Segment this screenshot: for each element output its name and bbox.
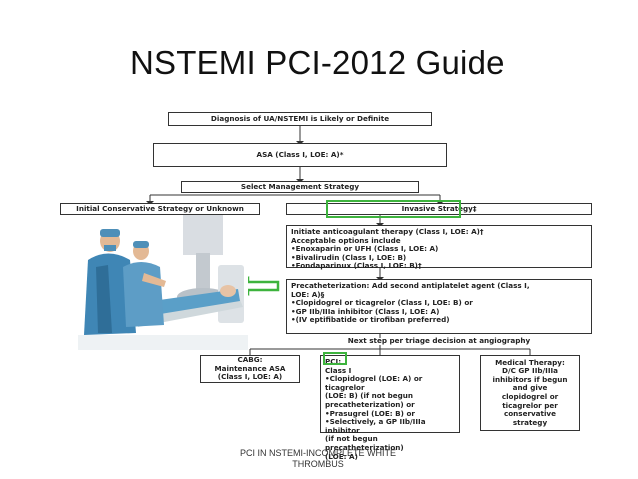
box-cabg: CABG: Maintenance ASA (Class I, LOE: A): [200, 355, 300, 383]
cabg-line: Maintenance ASA: [214, 363, 286, 373]
conservative-text: Initial Conservative Strategy or Unknown: [76, 203, 244, 213]
precath-line: •GP IIb/IIIa inhibitor (Class I, LOE: A): [291, 306, 440, 316]
medical-line: D/C GP IIb/IIIa: [501, 366, 559, 376]
pci-line: •Selectively, a GP IIb/IIIa inhibitor: [325, 417, 426, 435]
pci-highlight: [323, 352, 347, 365]
medical-line: conservative: [503, 409, 556, 419]
pci-line: Class I: [325, 365, 352, 375]
asa-text: ASA (Class I, LOE: A)*: [256, 149, 344, 159]
anticoag-line: •Bivalirudin (Class I, LOE: B): [291, 252, 407, 262]
box-select-strategy: Select Management Strategy: [181, 181, 419, 193]
box-diagnosis: Diagnosis of UA/NSTEMI is Likely or Defi…: [168, 112, 432, 126]
medical-line: Medical Therapy:: [495, 357, 565, 367]
pci-line: •Clopidogrel (LOE: A) or ticagrelor: [325, 374, 423, 392]
pci-line: precatheterization) or: [325, 399, 415, 409]
precath-line: Precatheterization: Add second antiplate…: [291, 281, 530, 290]
pci-line: PCI:: [325, 357, 342, 366]
invasive-highlight: [326, 200, 461, 218]
pci-line: •Prasugrel (LOE: B) or: [325, 408, 415, 418]
next-step-text: Next step per triage decision at angiogr…: [347, 336, 531, 346]
slide-title: NSTEMI PCI-2012 Guide: [130, 44, 505, 81]
diagnosis-text: Diagnosis of UA/NSTEMI is Likely or Defi…: [210, 113, 390, 123]
medical-line: clopidogrel or: [501, 392, 559, 401]
precath-line: •(IV eptifibatide or tirofiban preferred…: [291, 315, 450, 325]
box-medical-therapy: Medical Therapy: D/C GP IIb/IIIa inhibit…: [480, 355, 580, 431]
medical-line: strategy: [512, 417, 548, 427]
cath-lab-illustration: [78, 215, 248, 350]
precath-line: LOE: A)§: [291, 289, 325, 299]
anticoag-line: Initiate anticoagulant therapy (Class I,…: [291, 227, 484, 236]
medical-line: inhibitors if begun: [492, 374, 568, 384]
slide-footer: PCI IN NSTEMI-INCOMPLETE WHITE THROMBUS: [239, 448, 396, 469]
anticoag-line: •Fondaparinux (Class I, LOE: B)†: [291, 261, 422, 271]
pci-line: (if not begun precatheterization): [325, 434, 404, 452]
anticoag-line: Acceptable options include: [291, 235, 401, 245]
box-pci: PCI: Class I •Clopidogrel (LOE: A) or ti…: [320, 355, 460, 460]
highlight-arrow: [218, 276, 280, 296]
box-next-step: Next step per triage decision at angiogr…: [286, 336, 592, 347]
box-conservative: Initial Conservative Strategy or Unknown: [60, 203, 260, 215]
strategy-text: Select Management Strategy: [240, 181, 360, 191]
box-asa: ASA (Class I, LOE: A)*: [153, 143, 447, 167]
anticoag-line: •Enoxaparin or UFH (Class I, LOE: A): [291, 244, 439, 254]
invasive-text: Invasive Strategy‡: [401, 203, 477, 213]
cabg-line: (Class I, LOE: A): [217, 372, 283, 382]
medical-line: and give: [512, 383, 548, 393]
box-invasive: Invasive Strategy‡: [286, 203, 592, 215]
box-precatheterization: Precatheterization: Add second antiplate…: [286, 279, 592, 334]
precath-line: •Clopidogrel or ticagrelor (Class I, LOE…: [291, 298, 473, 308]
box-anticoagulant: Initiate anticoagulant therapy (Class I,…: [286, 225, 592, 271]
pci-line: (LOE: A): [325, 451, 358, 461]
cabg-line: CABG:: [237, 355, 263, 365]
pci-line: (LOE: B) (if not begun: [325, 391, 414, 401]
medical-line: ticagrelor per: [502, 400, 558, 410]
